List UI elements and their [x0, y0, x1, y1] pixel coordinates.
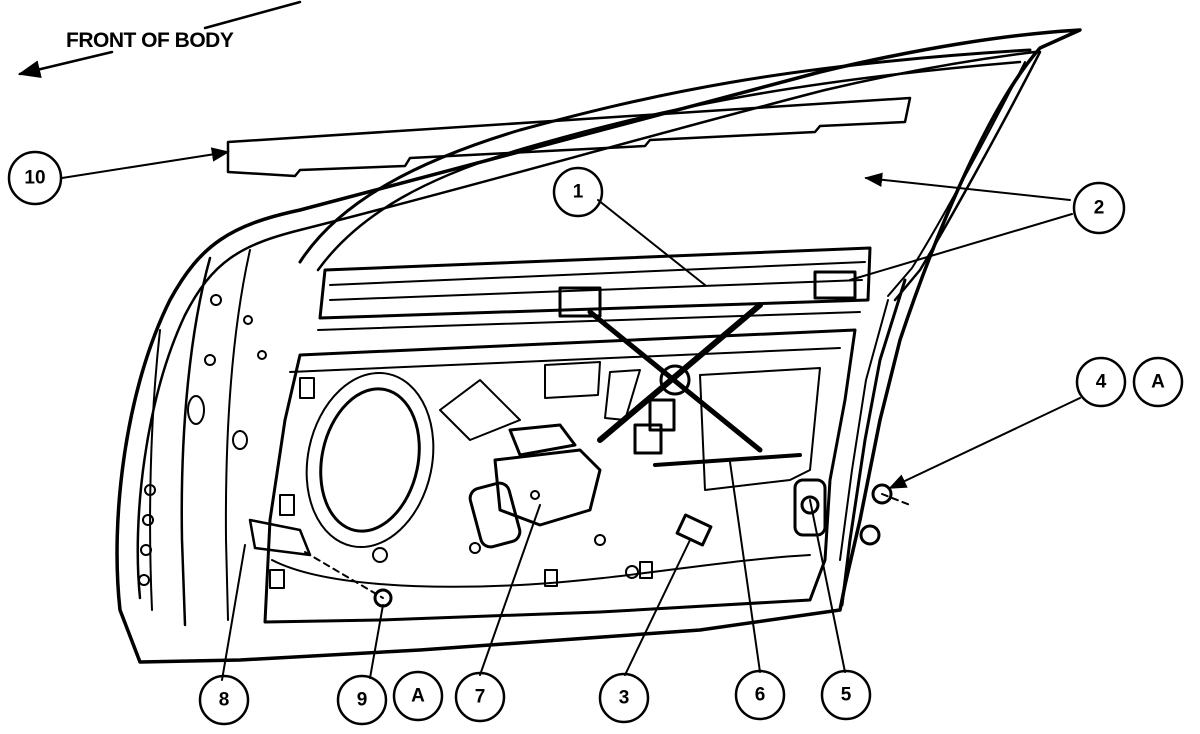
svg-text:5: 5: [841, 685, 852, 706]
front-glass-bracket: [558, 286, 602, 318]
door-shell: [115, 28, 1082, 664]
callout-2: 2: [1072, 181, 1126, 235]
callout-6: 6: [734, 669, 786, 721]
front-of-body-arrow: [17, 50, 114, 79]
speaker-opening: [319, 387, 421, 533]
callout-8: 8: [198, 674, 250, 726]
rear-glass-bracket: [813, 270, 857, 300]
nut-4: [871, 483, 893, 505]
callout-10: 10: [7, 150, 63, 206]
callout-5: 5: [820, 669, 872, 721]
callout-4: 4: [1075, 356, 1127, 408]
pillar-holes: [138, 294, 267, 586]
svg-text:7: 7: [475, 687, 486, 708]
callout-1: 1: [552, 166, 604, 218]
svg-text:1: 1: [573, 182, 584, 203]
svg-text:4: 4: [1096, 372, 1107, 393]
callout-4-a: A: [1132, 356, 1184, 408]
front-arrow-upper-line: [203, 0, 302, 30]
window-motor: [468, 423, 602, 549]
svg-text:10: 10: [24, 168, 45, 189]
door-latch: [793, 478, 827, 537]
svg-text:8: 8: [219, 690, 230, 711]
svg-text:6: 6: [755, 685, 766, 706]
svg-text:9: 9: [357, 690, 368, 711]
callout-7: 7: [454, 671, 506, 723]
svg-text:A: A: [411, 686, 425, 707]
window-regulator: [558, 270, 857, 467]
svg-text:2: 2: [1094, 198, 1105, 219]
leader-lines: [61, 147, 1081, 681]
door-glass: [226, 96, 912, 178]
nut-lower: [859, 524, 881, 546]
front-bracket: [248, 518, 312, 557]
callout-3: 3: [598, 672, 650, 724]
svg-text:3: 3: [619, 688, 630, 709]
inner-panel: [263, 328, 857, 624]
front-of-body-label: FRONT OF BODY: [66, 29, 234, 52]
bolt-3: [675, 513, 713, 547]
callout-9-a: A: [392, 670, 444, 722]
svg-text:A: A: [1151, 372, 1165, 393]
callout-9: 9: [336, 674, 388, 726]
glass-channel: [317, 246, 872, 331]
